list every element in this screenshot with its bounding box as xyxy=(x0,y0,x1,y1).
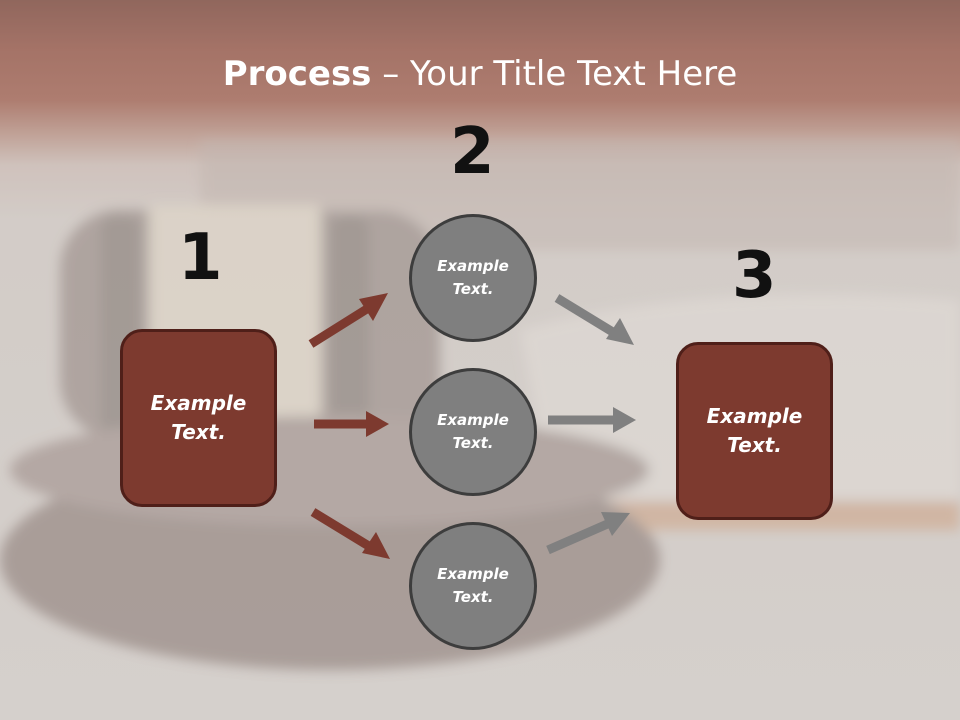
arrow-right-down xyxy=(554,294,634,345)
step-number-2: 2 xyxy=(450,115,495,189)
circle-middle-line1: Example xyxy=(437,411,509,429)
circle-middle-line2: Text. xyxy=(452,434,494,452)
arrow-left-down xyxy=(310,508,390,559)
arrow-left-middle xyxy=(314,411,389,437)
title-bold: Process xyxy=(222,54,372,94)
right-box-line1: Example xyxy=(706,404,803,428)
circle-bottom-line1: Example xyxy=(437,565,509,583)
arrow-left-up xyxy=(308,293,388,348)
arrow-right-middle xyxy=(548,407,636,433)
circle-top-line2: Text. xyxy=(452,280,494,298)
left-box-line2: Text. xyxy=(171,420,226,444)
arrow-right-up xyxy=(546,512,630,555)
step-number-1: 1 xyxy=(178,221,223,295)
right-box-line2: Text. xyxy=(727,433,782,457)
step-number-3: 3 xyxy=(732,239,777,313)
circle-bottom-line2: Text. xyxy=(452,588,494,606)
left-box-line1: Example xyxy=(150,391,247,415)
title-rest: – Your Title Text Here xyxy=(371,54,738,94)
circle-top-line1: Example xyxy=(437,257,509,275)
slide-title: Process – Your Title Text Here xyxy=(0,52,960,96)
